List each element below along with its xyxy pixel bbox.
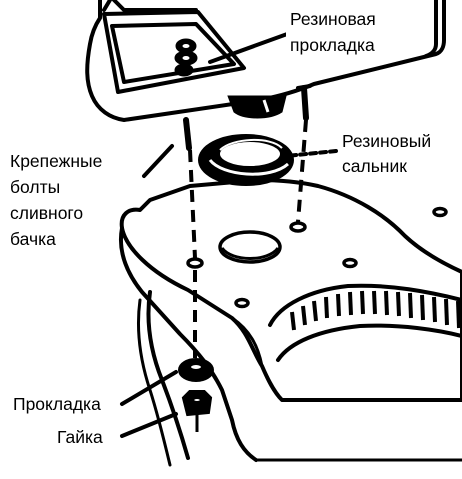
labels: Резиновая прокладка Резиновый сальник Кр… xyxy=(10,4,431,447)
alignment-dashes xyxy=(188,119,308,358)
tank-bottom-inner xyxy=(110,22,236,84)
bowl-rim-inner xyxy=(268,283,462,327)
mount-hole-2 xyxy=(234,297,250,309)
base-left-wall-outer xyxy=(137,298,172,467)
tank-mount-bolts xyxy=(183,84,312,151)
leader-tank-bolts xyxy=(142,144,174,178)
bowl-rim-lower xyxy=(276,323,462,362)
tank-right-face xyxy=(424,0,438,58)
label-tank-bolts-line4: бачка xyxy=(10,229,56,249)
leader-rubber-seal xyxy=(284,149,338,158)
bowl-top-surface xyxy=(119,178,462,402)
label-rubber-seal-line2: сальник xyxy=(342,156,407,176)
mount-hole-1 xyxy=(342,257,358,269)
label-rubber-gasket-line2: прокладка xyxy=(290,35,375,55)
leader-rubber-gasket xyxy=(208,31,292,64)
mount-hole-3 xyxy=(432,206,448,218)
leader-washer xyxy=(120,370,178,406)
toilet-bowl-base xyxy=(119,178,462,467)
tank-gasket-bolts xyxy=(174,38,198,77)
label-tank-bolts-line2: болты xyxy=(10,177,60,197)
label-washer: Прокладка xyxy=(13,394,101,414)
bolt-hole-right xyxy=(289,221,307,233)
tank-front-edge xyxy=(102,0,112,12)
label-rubber-gasket-line1: Резиновая xyxy=(290,9,376,29)
flush-valve-hole-depth xyxy=(220,246,280,260)
flush-valve-hole xyxy=(218,230,282,264)
bowl-rim-ribs xyxy=(290,290,461,331)
leader-lines xyxy=(120,31,338,438)
label-tank-bolts-line1: Крепежные xyxy=(10,151,102,171)
base-inner-curve xyxy=(230,316,264,368)
flush-valve-stub xyxy=(227,95,287,119)
leader-nut xyxy=(120,412,178,438)
rubber-seal-ring xyxy=(198,134,294,186)
base-holes xyxy=(186,206,448,309)
label-tank-bolts-line3: сливного xyxy=(10,203,83,223)
washer-and-nut xyxy=(178,358,214,432)
tank-top-corner xyxy=(112,0,198,12)
bolt-hole-left xyxy=(186,257,204,269)
label-nut: Гайка xyxy=(57,427,103,447)
label-rubber-seal-line1: Резиновый xyxy=(342,131,431,151)
tank-bottom-bevel xyxy=(102,10,246,94)
